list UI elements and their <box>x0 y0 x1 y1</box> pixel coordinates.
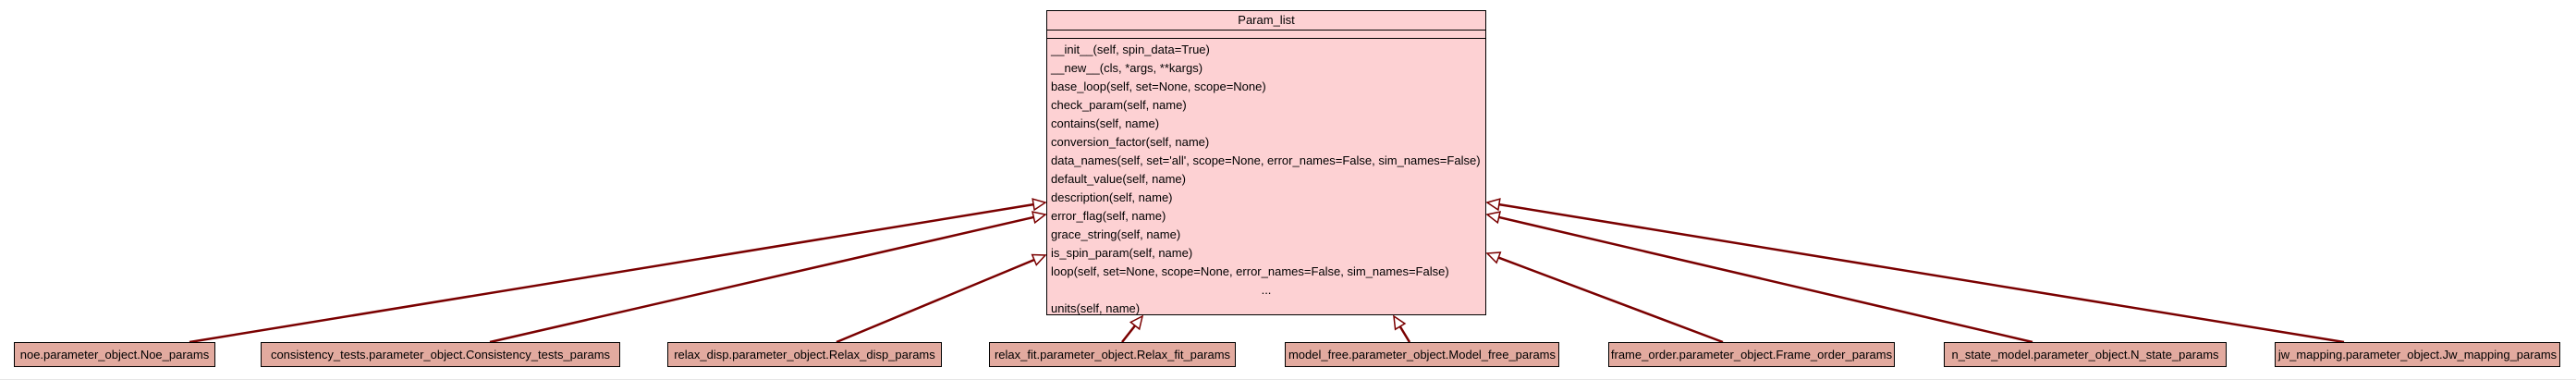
subclass-node[interactable]: model_free.parameter_object.Model_free_p… <box>1285 342 1559 367</box>
method-item: error_flag(self, name) <box>1051 209 1166 223</box>
method-item: __init__(self, spin_data=True) <box>1051 43 1210 56</box>
inheritance-arrowhead <box>1485 251 1502 264</box>
method-item: description(self, name) <box>1051 190 1173 204</box>
inheritance-arrowhead <box>1485 198 1501 212</box>
method-item: grace_string(self, name) <box>1051 227 1181 241</box>
inheritance-edge <box>836 258 1035 344</box>
method-ellipsis: ... <box>1261 283 1272 297</box>
inheritance-arrowhead <box>1485 211 1501 225</box>
inheritance-arrowhead <box>1032 198 1047 212</box>
inheritance-arrowhead <box>1393 314 1407 331</box>
inheritance-edge <box>1497 256 1724 344</box>
inheritance-arrowhead <box>1129 314 1144 331</box>
subclass-node[interactable]: consistency_tests.parameter_object.Consi… <box>261 342 620 367</box>
inheritance-arrowhead <box>1032 211 1047 225</box>
method-item: __new__(cls, *args, **kargs) <box>1051 61 1203 75</box>
inheritance-edge <box>1498 202 2345 344</box>
method-item: loop(self, set=None, scope=None, error_n… <box>1051 264 1449 278</box>
subclass-node[interactable]: relax_fit.parameter_object.Relax_fit_par… <box>989 342 1236 367</box>
method-item: is_spin_param(self, name) <box>1051 246 1193 260</box>
inheritance-edge <box>1398 325 1411 343</box>
method-item: base_loop(self, set=None, scope=None) <box>1051 80 1266 93</box>
subclass-node[interactable]: relax_disp.parameter_object.Relax_disp_p… <box>667 342 942 367</box>
method-item: conversion_factor(self, name) <box>1051 135 1210 149</box>
method-item: units(self, name) <box>1051 301 1141 315</box>
inheritance-edge <box>489 215 1034 344</box>
method-item: contains(self, name) <box>1051 116 1160 130</box>
method-item: check_param(self, name) <box>1051 98 1187 112</box>
base-class-node[interactable]: Param_list __init__(self, spin_data=True… <box>1046 10 1486 315</box>
inheritance-arrowhead <box>1031 253 1047 266</box>
method-item: default_value(self, name) <box>1051 172 1186 186</box>
base-class-attributes <box>1047 31 1485 39</box>
inheritance-edge <box>189 202 1034 344</box>
inheritance-edge <box>1498 215 2033 344</box>
inheritance-edge <box>1121 325 1136 343</box>
subclass-node[interactable]: n_state_model.parameter_object.N_state_p… <box>1944 342 2227 367</box>
subclass-node[interactable]: noe.parameter_object.Noe_params <box>14 342 215 367</box>
subclass-node[interactable]: frame_order.parameter_object.Frame_order… <box>1608 342 1895 367</box>
base-class-title: Param_list <box>1047 11 1485 31</box>
method-item: data_names(self, set='all', scope=None, … <box>1051 153 1481 167</box>
subclass-node[interactable]: jw_mapping.parameter_object.Jw_mapping_p… <box>2275 342 2560 367</box>
base-class-methods: __init__(self, spin_data=True) __new__(cl… <box>1047 39 1485 318</box>
